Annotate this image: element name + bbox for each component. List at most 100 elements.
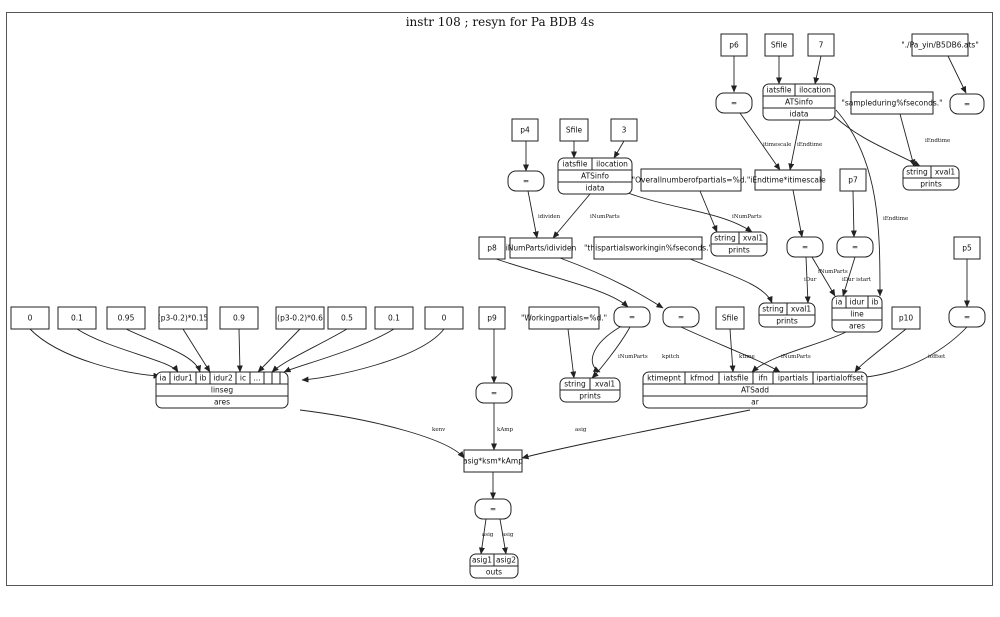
- edges-layer: [29, 55, 970, 555]
- eq-offset-shape: [948, 306, 986, 328]
- edge-label: iNumParts: [732, 214, 762, 220]
- edge-eq-dur: [804, 256, 811, 304]
- edge-eq-outs2: [499, 518, 508, 555]
- edge-p3a-linseg: [182, 328, 211, 373]
- const-0-shape: [10, 306, 50, 330]
- prints-sampled-input-port: xval1: [935, 168, 956, 177]
- edge-label: kenv: [432, 427, 446, 433]
- edge-label: idividen: [538, 214, 561, 220]
- const-sfile-right-shape: [764, 33, 794, 57]
- const-p10-label: p10: [899, 314, 914, 323]
- edge-label: iNumParts: [781, 354, 811, 360]
- atsadd-osc-name: ATSadd: [741, 386, 769, 395]
- linseg-env-shape: [155, 371, 289, 409]
- const-this-string-shape: [593, 236, 703, 260]
- atsinfo-mid-shape: [557, 157, 633, 195]
- const-3-shape: [610, 118, 638, 142]
- const-0-b: 0: [424, 306, 464, 330]
- const-sampled-string: "sampleduring%fseconds.": [841, 91, 943, 115]
- const-3-label: 3: [622, 126, 627, 135]
- atsadd-osc-input-port: iatsfile: [724, 374, 749, 383]
- const-7-shape: [807, 33, 835, 57]
- edge-c01-linseg: [76, 328, 179, 373]
- op-endtime-timescale: iEndtime*itimescale: [750, 169, 826, 191]
- prints-sampled-name: prints: [920, 180, 942, 189]
- atsinfo-right-shape: [762, 83, 836, 121]
- const-p6-label: p6: [729, 41, 739, 50]
- eq-numparts-label: =: [678, 313, 684, 322]
- eq-pitch: =: [613, 306, 651, 328]
- edge-atsinfo-numdiv: [552, 193, 591, 239]
- edge-c01b-linseg: [283, 328, 395, 373]
- edge-atspath-eq: [947, 55, 967, 94]
- const-working-string-label: "Workingpartials=%d.": [521, 314, 607, 323]
- edge-p3b-linseg: [257, 328, 301, 373]
- edge-eqpitch-prints: [591, 326, 631, 379]
- const-0: 0: [10, 306, 50, 330]
- prints-working-input-port: xval1: [595, 380, 616, 389]
- atsadd-osc-input-port: ipartialoffset: [816, 374, 864, 383]
- const-working-string-shape: [528, 306, 600, 330]
- atsinfo-right-output: idata: [790, 110, 809, 119]
- const-p8: p8: [478, 236, 506, 260]
- edge-sfile-atsadd: [729, 328, 736, 373]
- edge-c05-linseg: [271, 328, 348, 373]
- op-asig-multiply-label: asig*ksm*kAmp: [463, 457, 523, 466]
- eq-offset: =: [948, 306, 986, 328]
- const-p10-shape: [891, 306, 921, 330]
- const-p7-shape: [839, 168, 867, 192]
- const-0-1-b-shape: [374, 306, 414, 330]
- edge-label: kpitch: [662, 354, 680, 360]
- const-ats-path-shape: [911, 33, 969, 57]
- eq-numparts: =: [662, 306, 700, 328]
- atsadd-osc-input-port: ktimepnt: [647, 374, 681, 383]
- eq-out: =: [474, 498, 512, 520]
- edge-label: itimescale: [763, 142, 791, 148]
- line-env-input-port: ib: [872, 298, 879, 307]
- edge-p8-eq: [495, 258, 629, 308]
- outs-stereo-name: outs: [486, 568, 502, 577]
- const-p3-b: (p3-0.2)*0.6: [275, 306, 325, 330]
- edge-eq-timescale: [739, 112, 781, 171]
- edge-sampled-string: [899, 113, 916, 167]
- eq-amp-label: =: [491, 389, 497, 398]
- eq-dur: =: [786, 236, 824, 258]
- edge-label: kAmp: [497, 427, 514, 433]
- op-numparts-divide-shape: [509, 237, 573, 259]
- const-ats-path-label: "./Pa_yin/B5DB6.ats": [901, 41, 979, 50]
- edge-label: iDur: [804, 277, 817, 283]
- prints-overall-name: prints: [728, 246, 750, 255]
- const-p7: p7: [839, 168, 867, 192]
- linseg-env-output: ares: [214, 398, 230, 407]
- eq-numparts-shape: [662, 306, 700, 328]
- op-endtime-timescale-shape: [754, 169, 822, 191]
- edge-label: asig: [482, 532, 494, 538]
- linseg-env-name: linseg: [211, 386, 233, 395]
- const-p3-a-shape: [158, 306, 208, 330]
- const-0-9-shape: [219, 306, 259, 330]
- linseg-env-input-port: ib: [200, 374, 207, 383]
- edge-dur-line: [811, 256, 836, 297]
- eq-p7-shape: [836, 236, 874, 258]
- eq-dur-shape: [786, 236, 824, 258]
- eq-ats-label: =: [964, 100, 970, 109]
- edge-eqoff-atsadd: [855, 326, 968, 381]
- const-p5: p5: [953, 236, 981, 260]
- const-p5-shape: [953, 236, 981, 260]
- outs-stereo-input-port: asig2: [496, 556, 516, 565]
- prints-working-input-port: string: [564, 380, 586, 389]
- edge-label: asig: [502, 532, 514, 538]
- const-0-9: 0.9: [219, 306, 259, 330]
- line-env-output: ares: [849, 322, 865, 331]
- const-sfile-mid: Sfile: [559, 118, 589, 142]
- atsinfo-mid-input-port: ilocation: [596, 160, 628, 169]
- atsinfo-right-input-port: ilocation: [799, 86, 831, 95]
- edge-p10-atsadd: [854, 328, 907, 373]
